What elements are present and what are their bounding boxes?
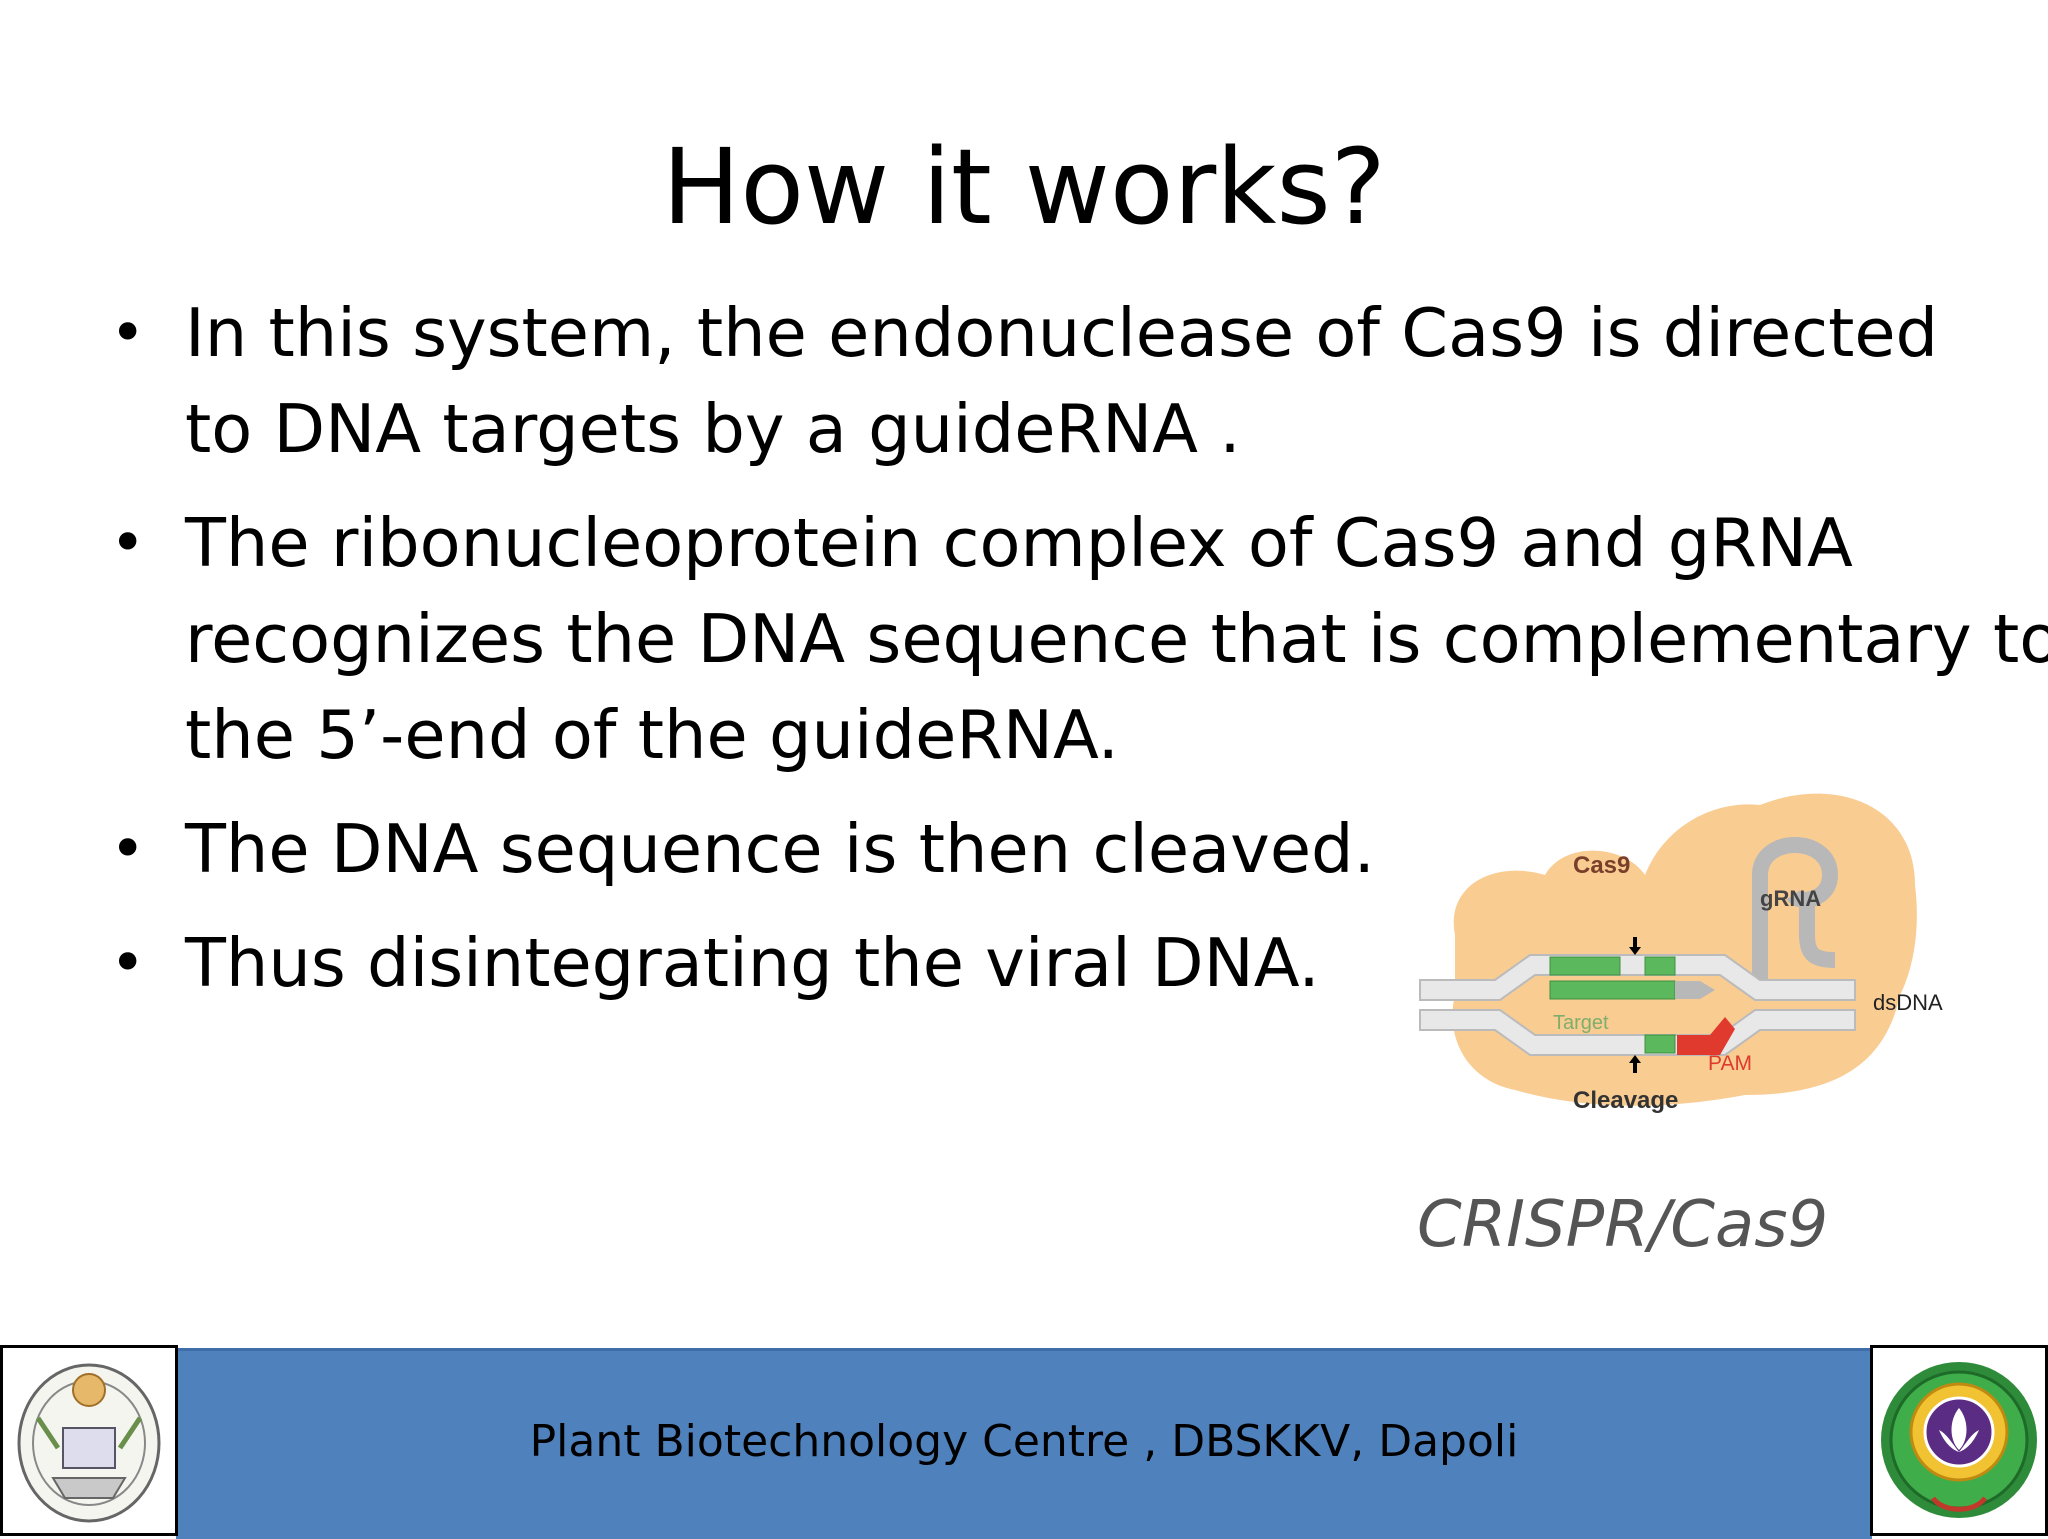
bullet-text: Thus disintegrating the viral DNA. — [185, 924, 1320, 1002]
bullet-text: The ribonucleoprotein complex of Cas9 an… — [185, 504, 2048, 774]
grna-target-hybrid — [1549, 980, 1676, 1000]
cleavage-arrow-top — [1629, 937, 1641, 955]
slide-title: How it works? — [662, 126, 1386, 248]
bullet-dot: • — [110, 508, 146, 578]
diagram-caption: CRISPR/Cas9 — [1417, 1188, 1829, 1262]
bullet-item: • The ribonucleoprotein complex of Cas9 … — [100, 495, 2048, 783]
crispr-cas9-diagram: Cas9 gRNA dsDNA Target PAM Cleavage — [1419, 793, 1943, 1114]
university-seal-logo — [17, 1363, 161, 1523]
dbskkv-emblem-logo — [1881, 1362, 2037, 1518]
cas9-label: Cas9 — [1573, 852, 1630, 879]
bullet-dot: • — [110, 814, 146, 884]
dna-top-strand — [1419, 954, 1856, 1001]
bullet-list: • In this system, the endonuclease of Ca… — [100, 285, 2048, 1029]
grna-label: gRNA — [1760, 886, 1821, 911]
target-label: Target — [1553, 1012, 1609, 1034]
dna-bottom-strand — [1419, 1009, 1856, 1056]
bullet-item: • In this system, the endonuclease of Ca… — [100, 285, 2015, 477]
pam-shape — [1677, 1017, 1735, 1055]
bullet-text: The DNA sequence is then cleaved. — [185, 810, 1375, 888]
grna-loop-shape — [1752, 837, 1839, 985]
cas9-protein-shape — [1452, 793, 1917, 1106]
pam-label: PAM — [1708, 1052, 1752, 1075]
left-logo-box — [0, 1345, 178, 1536]
bullet-item: • The DNA sequence is then cleaved. — [100, 801, 2000, 897]
right-logo-box — [1870, 1345, 2048, 1536]
target-top-segment — [1549, 956, 1621, 976]
grna-tail — [1675, 981, 1715, 999]
footer-text: Plant Biotechnology Centre , DBSKKV, Dap… — [529, 1416, 1519, 1467]
bullet-item: • Thus disintegrating the viral DNA. — [100, 915, 2000, 1011]
bullet-dot: • — [110, 298, 146, 368]
dsdna-label: dsDNA — [1873, 990, 1943, 1015]
cleavage-label: Cleavage — [1573, 1087, 1678, 1114]
target-bottom-segment — [1644, 1034, 1676, 1054]
footer-bar — [176, 1348, 1872, 1539]
target-top-segment-2 — [1644, 956, 1676, 976]
cleavage-arrow-bottom — [1629, 1055, 1641, 1073]
bullet-dot: • — [110, 928, 146, 998]
bullet-text: In this system, the endonuclease of Cas9… — [185, 294, 1939, 468]
